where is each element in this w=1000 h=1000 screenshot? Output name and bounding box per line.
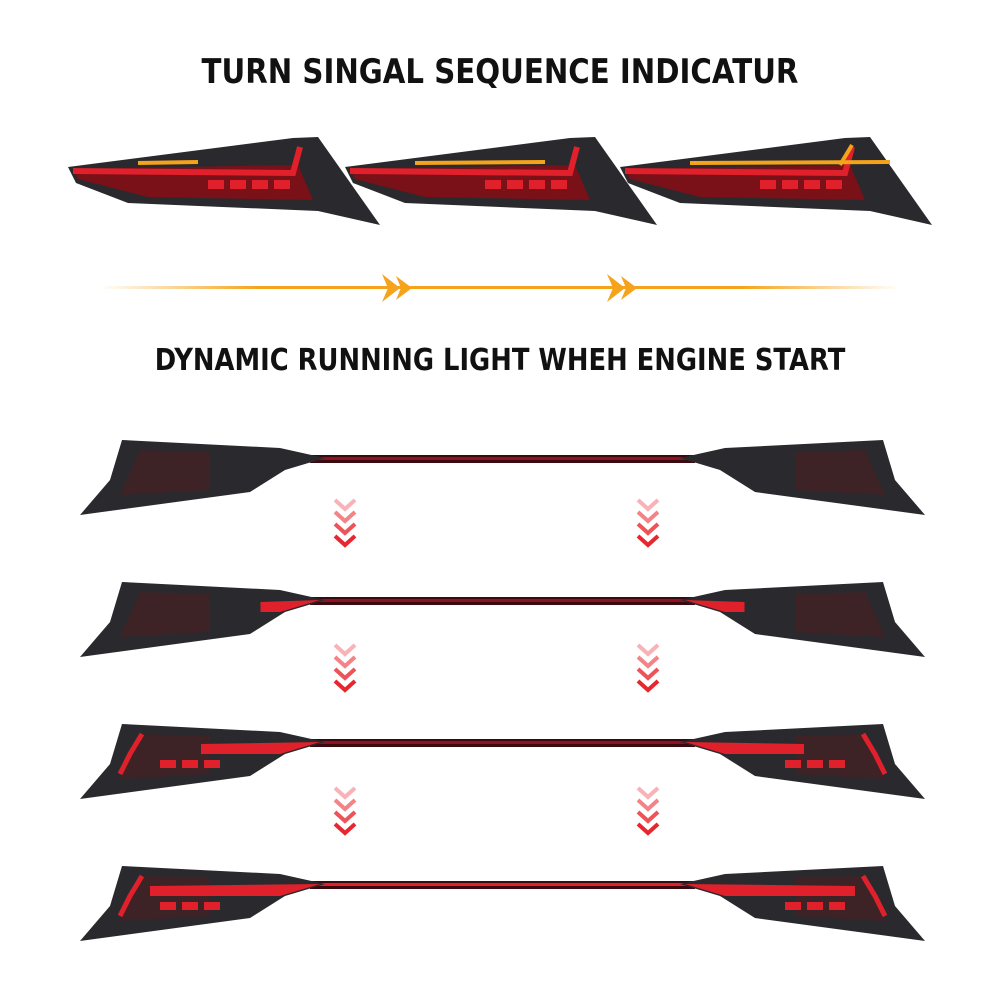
chevron-down-icon [333, 786, 357, 836]
right-taillight [680, 440, 925, 515]
right-taillight [680, 866, 925, 941]
red-light-block [274, 180, 290, 189]
red-light-block [160, 902, 176, 910]
red-light-block [485, 180, 501, 189]
left-taillight [80, 724, 325, 799]
red-light-strip [624, 146, 855, 177]
red-running-light [685, 884, 855, 896]
chevron-down-icon [636, 498, 660, 548]
right-taillight [680, 582, 925, 657]
red-light-block [785, 902, 801, 910]
red-light-block [208, 180, 224, 189]
sequence-arrow-line [100, 286, 900, 289]
chevron-right-icon [382, 274, 412, 302]
red-light-strip [349, 146, 580, 177]
chevron-down-icon [636, 643, 660, 693]
red-light-block [807, 760, 823, 768]
red-light-block [807, 902, 823, 910]
red-light-block [204, 760, 220, 768]
red-running-light [860, 732, 888, 776]
left-taillight [80, 866, 325, 941]
red-running-light [117, 874, 145, 918]
turn-signal-taillight [345, 137, 657, 225]
turn-signal-heading: TURN SINGAL SEQUENCE INDICATUR [201, 52, 799, 92]
red-running-light [685, 742, 804, 754]
red-light-block [160, 760, 176, 768]
amber-turn-signal [137, 160, 199, 165]
red-running-light [260, 600, 320, 612]
red-running-light [201, 742, 320, 754]
red-light-block [507, 180, 523, 189]
amber-turn-signal [689, 160, 891, 165]
red-running-light [685, 600, 745, 612]
red-light-block [826, 180, 842, 189]
left-taillight [80, 582, 325, 657]
red-running-light [860, 874, 888, 918]
red-light-block [529, 180, 545, 189]
running-light-taillight-bar [80, 582, 925, 657]
chevron-down-icon [636, 786, 660, 836]
red-light-block [782, 180, 798, 189]
red-light-block [829, 902, 845, 910]
chevron-down-icon [333, 498, 357, 548]
running-light-taillight-bar [80, 724, 925, 799]
chevron-right-icon [607, 274, 637, 302]
running-light-taillight-bar [80, 866, 925, 941]
red-light-strip [72, 146, 303, 177]
red-light-block [182, 902, 198, 910]
red-light-block [182, 760, 198, 768]
right-taillight [680, 724, 925, 799]
left-taillight [80, 440, 325, 515]
amber-turn-signal [838, 143, 854, 167]
chevron-down-icon [333, 643, 357, 693]
turn-signal-taillight [68, 137, 380, 225]
red-light-block [204, 902, 220, 910]
running-light-taillight-bar [80, 440, 925, 515]
red-light-block [829, 760, 845, 768]
red-light-block [760, 180, 776, 189]
red-running-light [150, 884, 320, 896]
red-light-block [804, 180, 820, 189]
amber-turn-signal [414, 160, 546, 165]
red-light-block [230, 180, 246, 189]
turn-signal-taillight [620, 137, 932, 225]
red-light-block [551, 180, 567, 189]
running-light-heading: DYNAMIC RUNNING LIGHT WHEH ENGINE START [154, 343, 846, 378]
red-light-block [785, 760, 801, 768]
red-running-light [117, 732, 145, 776]
red-light-block [252, 180, 268, 189]
